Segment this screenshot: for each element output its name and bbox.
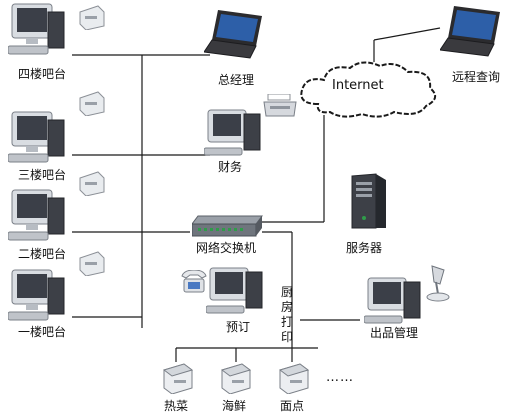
more-printers-ellipsis: …… [326, 370, 354, 385]
receipt-printer-icon [76, 4, 106, 30]
computer-icon [8, 268, 68, 326]
printer-hot-dishes-label: 热菜 [164, 399, 189, 413]
computer-icon [8, 188, 68, 246]
general-manager-label: 总经理 [218, 73, 255, 87]
bar-floor3-label: 三楼吧台 [18, 168, 67, 182]
kitchen-printer-icon [218, 360, 252, 394]
computer-icon [206, 266, 266, 316]
server-label: 服务器 [346, 241, 383, 255]
kitchen-print-label: 厨房打印 [280, 285, 293, 344]
network-switch-label: 网络交换机 [196, 241, 257, 255]
bar-floor2-label: 二楼吧台 [18, 247, 67, 261]
laptop-icon [440, 4, 504, 58]
dispatch-management-label: 出品管理 [370, 326, 419, 340]
internet-cloud-icon [296, 58, 444, 120]
server-icon [346, 172, 388, 230]
laptop-icon [204, 8, 264, 60]
bar-floor1-label: 一楼吧台 [18, 325, 67, 339]
computer-icon [8, 2, 68, 60]
finance-label: 财务 [218, 160, 243, 174]
computer-icon [204, 108, 264, 158]
remote-query-label: 远程查询 [452, 70, 501, 84]
reservation-label: 预订 [226, 320, 251, 334]
receipt-printer-icon [76, 250, 106, 276]
kitchen-printer-icon [276, 360, 310, 394]
printer-seafood-label: 海鲜 [222, 399, 247, 413]
printer-pastry-label: 面点 [280, 399, 305, 413]
telephone-icon [180, 270, 208, 294]
computer-icon [364, 276, 424, 326]
bar-floor4-label: 四楼吧台 [18, 67, 67, 81]
internet-label: Internet [332, 78, 384, 93]
receipt-printer-icon [76, 170, 106, 196]
barcode-scanner-icon [424, 264, 454, 302]
kitchen-printer-icon [160, 360, 194, 394]
dot-matrix-printer-icon [262, 94, 298, 118]
network-switch-icon [192, 214, 264, 240]
receipt-printer-icon [76, 90, 106, 116]
computer-icon [8, 110, 68, 168]
